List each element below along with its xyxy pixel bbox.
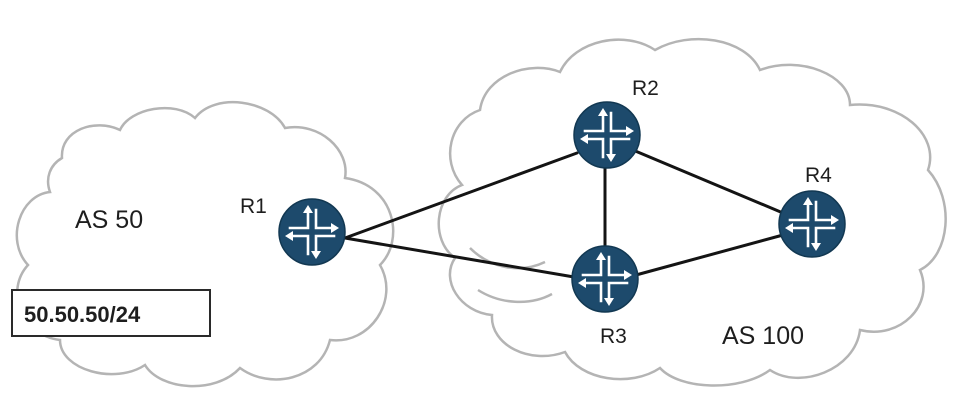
router-label-r1: R1 [240,195,267,218]
router-label-r4: R4 [805,164,832,187]
router-icon [777,189,847,259]
prefix-box: 50.50.50/24 [11,289,211,337]
link-r2-r4 [631,148,785,215]
links [343,148,785,279]
link-r1-r3 [343,236,576,279]
router-icon [570,244,640,314]
router-icon [277,197,347,267]
as-label-50: AS 50 [75,206,143,234]
router-label-r2: R2 [632,77,659,100]
cloud-as100 [437,37,947,387]
router-label-r3: R3 [600,325,627,348]
link-r3-r4 [634,233,785,277]
prefix-label: 50.50.50/24 [24,302,141,327]
router-icon [572,100,642,170]
link-r1-r2 [343,151,579,240]
router-r4[interactable] [777,189,847,259]
router-r3[interactable] [570,244,640,314]
router-r2[interactable] [572,100,642,170]
as-label-100: AS 100 [722,322,804,350]
router-r1[interactable] [277,197,347,267]
